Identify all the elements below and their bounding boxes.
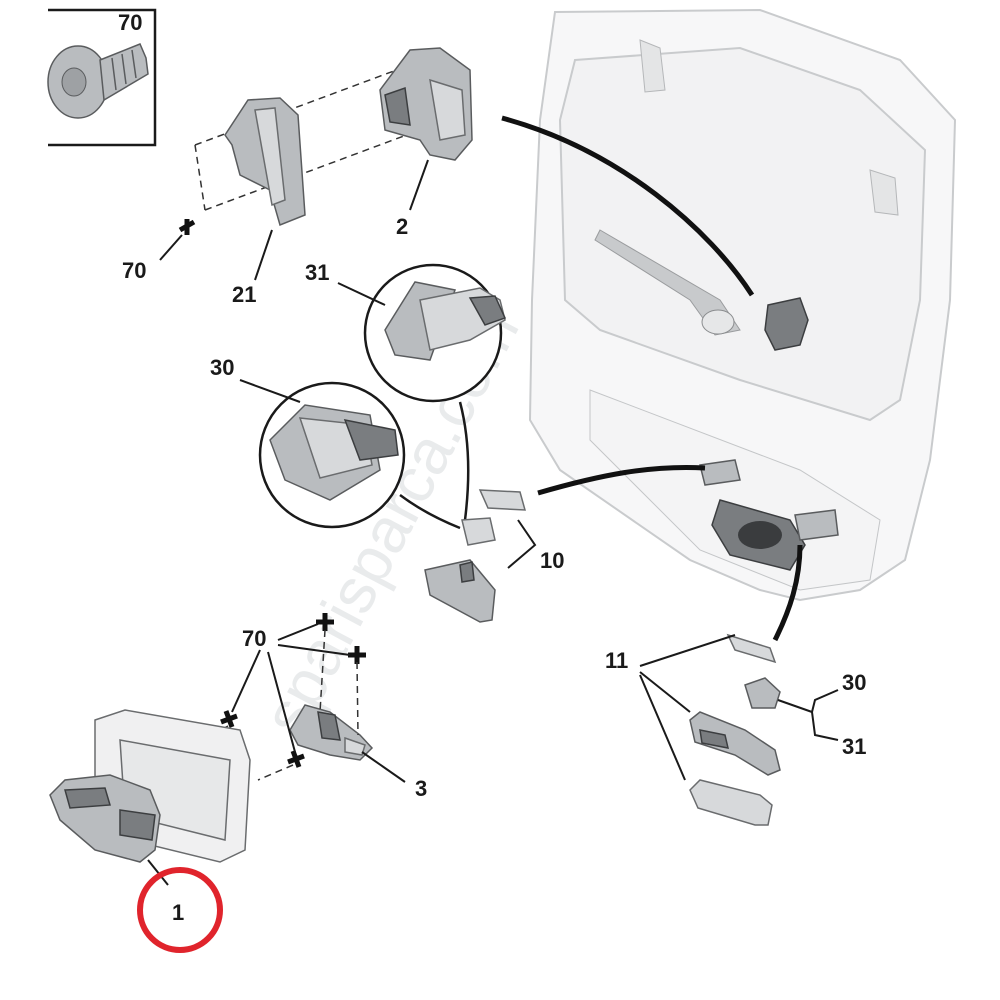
label-30-right: 30	[842, 670, 866, 695]
label-70-top: 70	[122, 258, 146, 283]
label-11: 11	[605, 648, 628, 673]
label-10: 10	[540, 548, 564, 573]
label-31-right: 31	[842, 734, 866, 759]
label-30-upper: 30	[210, 355, 234, 380]
screw-icon	[47, 43, 149, 119]
tailgate-door	[528, 8, 957, 602]
label-70-lower: 70	[242, 626, 266, 651]
part-3	[289, 704, 374, 761]
wiper-pivot	[701, 309, 735, 335]
lower-screws	[220, 613, 366, 768]
link-lock-to-door	[501, 115, 755, 297]
link-handle-to-door	[772, 544, 803, 642]
switch-30-detail	[258, 381, 406, 529]
cross-screw-icon	[287, 750, 305, 768]
link-switch-to-door	[537, 464, 706, 496]
cross-screw-icon	[220, 710, 238, 728]
part-11	[689, 633, 781, 826]
highlight-circle	[137, 867, 223, 953]
part-1-handle	[49, 709, 251, 863]
label-31-upper: 31	[305, 260, 329, 285]
bracket-21-group	[194, 47, 473, 227]
wiper-arm	[594, 229, 741, 336]
label-70-inset: 70	[118, 10, 142, 35]
part-10	[424, 489, 527, 623]
label-1: 1	[172, 900, 184, 925]
inset-box: 70	[47, 8, 157, 147]
tailgate-lock	[764, 297, 809, 351]
switch-31-detail	[363, 263, 507, 403]
label-2: 2	[396, 214, 408, 239]
cross-screw-icon	[178, 219, 196, 235]
cross-screw-icon	[316, 613, 334, 631]
label-3: 3	[415, 776, 427, 801]
cross-screw-icon	[348, 646, 366, 664]
label-21: 21	[232, 282, 256, 307]
